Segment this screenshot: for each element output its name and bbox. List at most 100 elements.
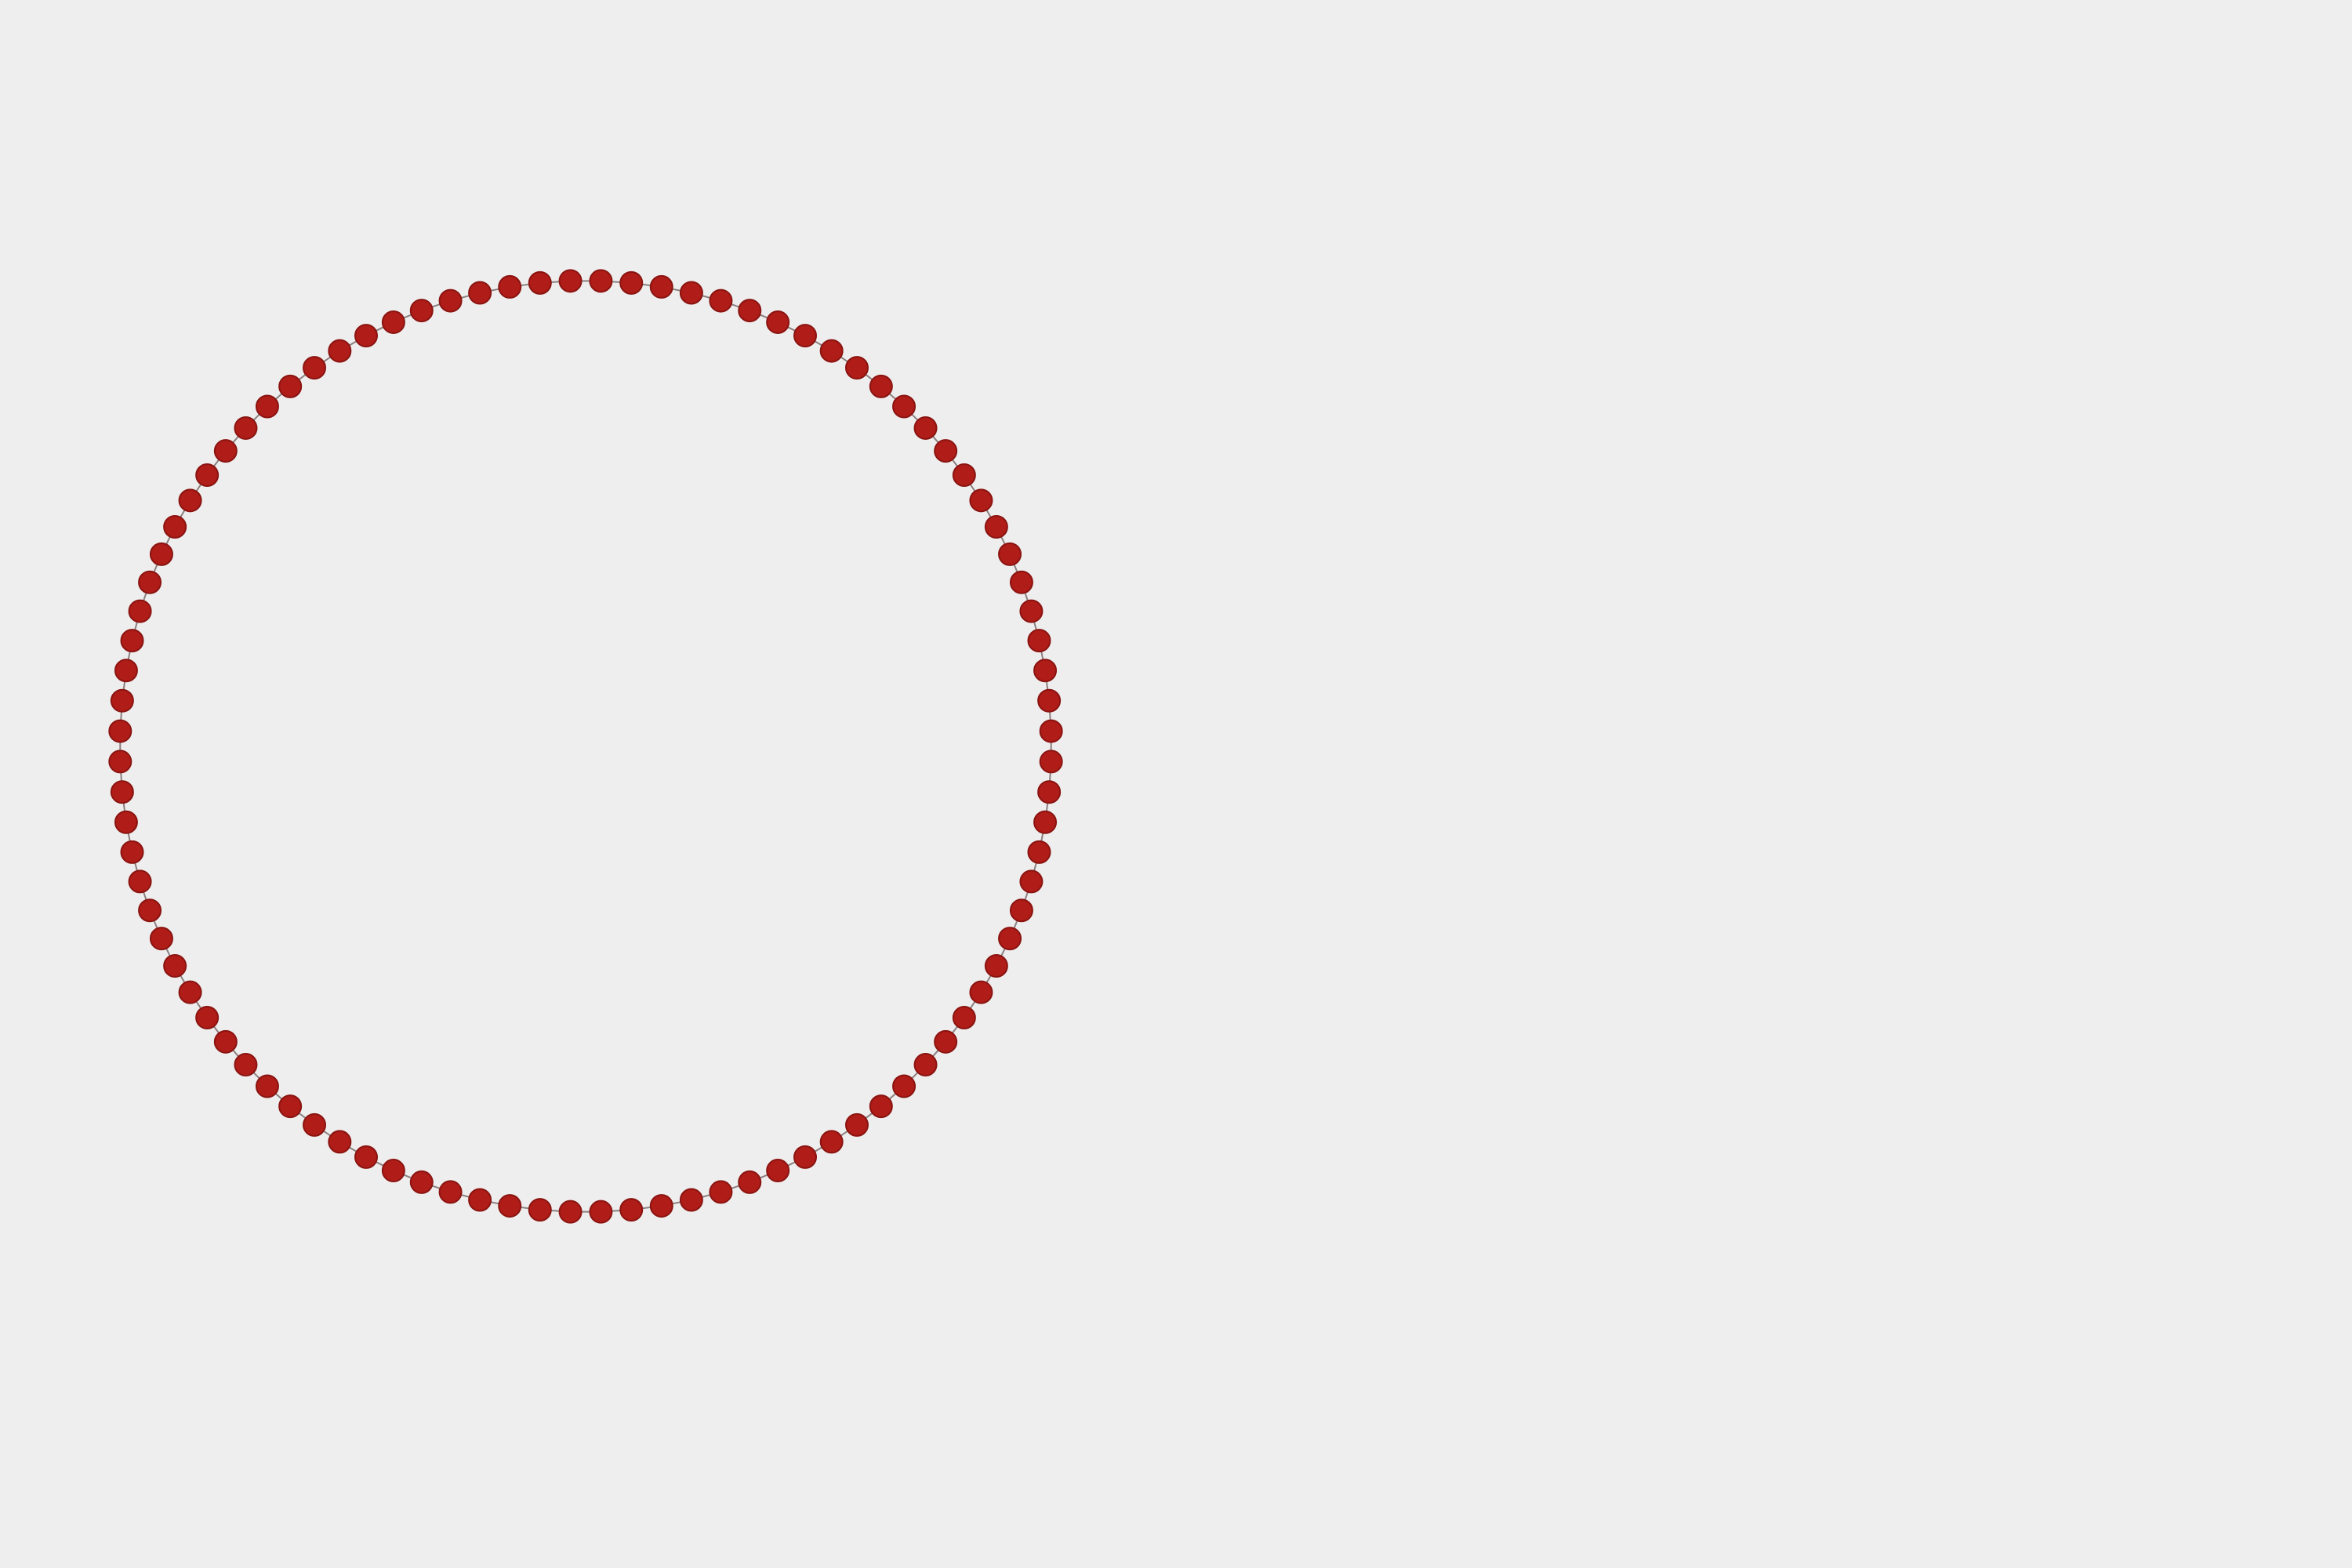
- ring-node: [766, 1159, 790, 1183]
- ring-node: [108, 719, 132, 743]
- ring-node: [558, 269, 583, 293]
- ring-node: [952, 1005, 976, 1029]
- ring-node: [498, 274, 522, 299]
- ring-node: [1039, 750, 1063, 774]
- ring-node: [178, 980, 202, 1004]
- ring-node: [952, 463, 976, 488]
- ring-node: [120, 629, 144, 653]
- ring-node: [984, 954, 1008, 978]
- ring-node: [328, 1130, 352, 1154]
- ring-node: [110, 780, 134, 804]
- ring-node: [278, 1094, 303, 1119]
- ring-node: [328, 339, 352, 363]
- ring-node: [1037, 780, 1062, 804]
- ring-node: [114, 810, 138, 834]
- ring-node: [149, 927, 173, 951]
- ring-node: [819, 1130, 844, 1154]
- ring-node: [589, 1200, 613, 1224]
- ring-node: [709, 289, 733, 313]
- ring-nodes: [108, 269, 1063, 1224]
- ring-node: [409, 299, 434, 323]
- ring-node: [528, 270, 552, 295]
- ring-node: [178, 488, 202, 513]
- ring-node: [163, 514, 187, 539]
- ring-node: [679, 1188, 703, 1212]
- ring-node: [1019, 599, 1044, 623]
- ring-node: [138, 570, 162, 594]
- ring-node: [138, 898, 162, 923]
- ring-node: [438, 289, 463, 313]
- ring-node: [913, 1053, 938, 1077]
- ring-node: [793, 1145, 818, 1169]
- ring-node: [213, 1029, 238, 1054]
- ring-node: [934, 1029, 958, 1054]
- ring-node: [1019, 869, 1044, 894]
- ring-node: [195, 463, 220, 488]
- ring-node: [255, 1074, 279, 1098]
- ring-node: [892, 1074, 916, 1098]
- ring-node: [354, 324, 378, 348]
- ring-node: [869, 1094, 893, 1119]
- ring-node: [819, 339, 844, 363]
- ring-node: [1037, 688, 1062, 713]
- ring-node: [984, 514, 1008, 539]
- ring-node: [709, 1180, 733, 1204]
- ring-node: [163, 954, 187, 978]
- ring-node: [1009, 570, 1033, 594]
- ring-node: [998, 542, 1022, 566]
- ring-node: [409, 1170, 434, 1194]
- ring-node: [354, 1145, 378, 1169]
- ring-node: [234, 1053, 258, 1077]
- ring-node: [558, 1200, 583, 1224]
- ring-node: [303, 356, 327, 380]
- ring-node: [738, 1170, 762, 1194]
- ring-node: [213, 439, 238, 463]
- ring-node: [1033, 810, 1058, 834]
- ring-node: [255, 394, 279, 419]
- ring-node: [278, 374, 303, 398]
- ring-node: [114, 659, 138, 683]
- ring-node: [969, 980, 993, 1004]
- ring-node: [766, 310, 790, 334]
- ring-node: [1027, 629, 1051, 653]
- ring-node: [844, 1112, 869, 1137]
- ring-node: [649, 274, 673, 299]
- ring-node: [738, 299, 762, 323]
- ring-node: [844, 356, 869, 380]
- ring-node: [649, 1194, 673, 1218]
- ring-node: [303, 1112, 327, 1137]
- ring-node: [468, 281, 492, 305]
- ring-node: [913, 416, 938, 440]
- ring-node: [679, 281, 703, 305]
- ring-node: [619, 1198, 644, 1222]
- ring-node: [969, 488, 993, 513]
- ring-node: [619, 270, 644, 295]
- ring-node: [498, 1194, 522, 1218]
- ring-node: [108, 750, 132, 774]
- ring-node: [438, 1180, 463, 1204]
- ring-node: [149, 542, 173, 566]
- ring-node: [234, 416, 258, 440]
- ring-node: [1009, 898, 1033, 923]
- ring-node: [528, 1198, 552, 1222]
- ring-node: [998, 927, 1022, 951]
- ring-node: [892, 394, 916, 419]
- ring-node: [120, 840, 144, 864]
- ring-node: [381, 1159, 405, 1183]
- ring-node: [793, 324, 818, 348]
- ring-node: [195, 1005, 220, 1029]
- ring-node: [1039, 719, 1063, 743]
- ring-node: [1033, 659, 1058, 683]
- ring-node: [128, 599, 152, 623]
- ring-node: [110, 688, 134, 713]
- ring-node: [128, 869, 152, 894]
- ring-node: [381, 310, 405, 334]
- ring-node: [589, 269, 613, 293]
- ring-node: [869, 374, 893, 398]
- ring-links: [119, 280, 1052, 1213]
- ring-node: [1027, 840, 1051, 864]
- ring-node: [934, 439, 958, 463]
- ring-node: [468, 1188, 492, 1212]
